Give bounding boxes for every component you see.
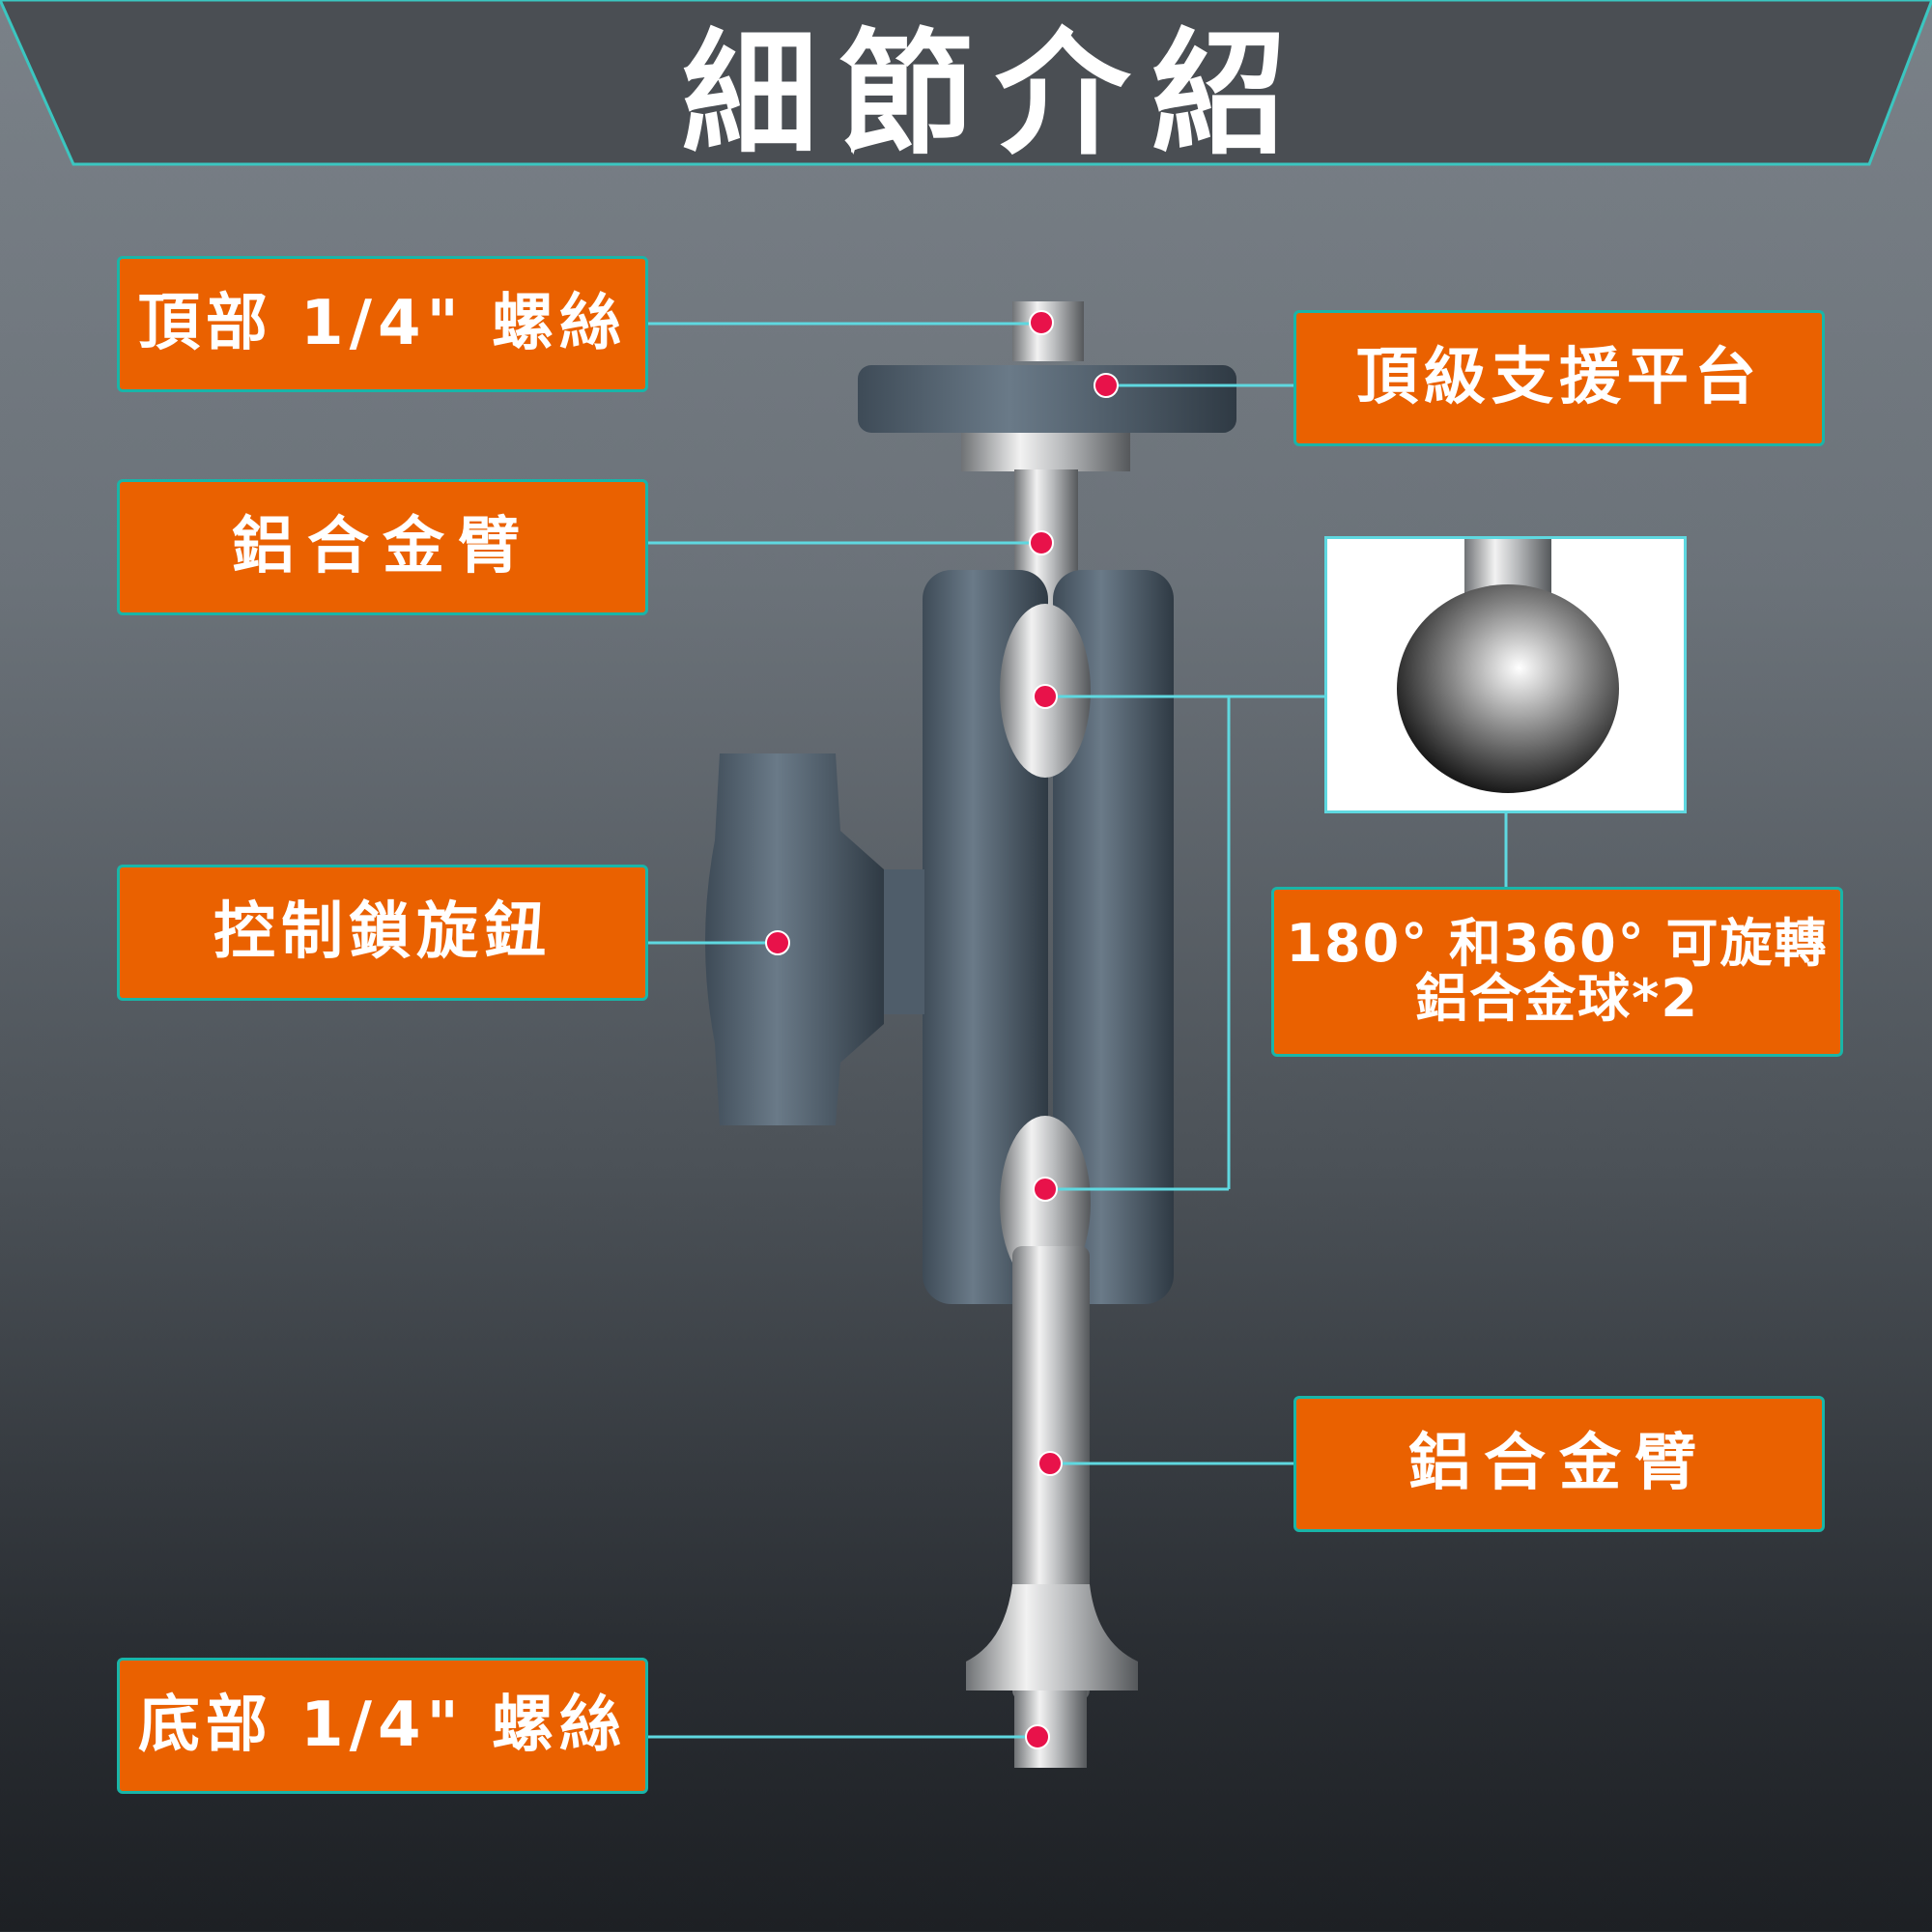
ball-icon — [1397, 539, 1619, 793]
label-arm-upper: 鋁合金臂 — [117, 479, 648, 615]
leader-lines — [647, 322, 1508, 1739]
marker-dot — [1025, 1724, 1050, 1749]
marker-dot — [1094, 373, 1119, 398]
ball-closeup-image — [1324, 536, 1687, 813]
marker-dot — [765, 930, 790, 955]
marker-dot — [1033, 1177, 1058, 1202]
label-bottom-screw: 底部 1/4" 螺絲 — [117, 1658, 648, 1794]
marker-dot — [1033, 684, 1058, 709]
marker-dot — [1037, 1451, 1063, 1476]
marker-dot — [1029, 310, 1054, 335]
label-lock-knob: 控制鎖旋鈕 — [117, 865, 648, 1001]
lower-arm-rod — [966, 1246, 1138, 1768]
label-arm-lower: 鋁合金臂 — [1293, 1396, 1825, 1532]
label-top-screw: 頂部 1/4" 螺絲 — [117, 256, 648, 392]
top-platform — [858, 365, 1236, 471]
marker-dot — [1029, 530, 1054, 555]
label-top-platform: 頂級支援平台 — [1293, 310, 1825, 446]
page-title: 細節介紹 — [681, 16, 1308, 174]
label-ball-line1: 180° 和360° 可旋轉 — [1286, 913, 1829, 975]
label-ball-line2: 鋁合金球*2 — [1415, 968, 1699, 1029]
header-banner — [0, 0, 1932, 166]
lock-knob — [705, 753, 924, 1125]
label-ball-rotation: 180° 和360° 可旋轉 鋁合金球*2 — [1271, 887, 1843, 1057]
